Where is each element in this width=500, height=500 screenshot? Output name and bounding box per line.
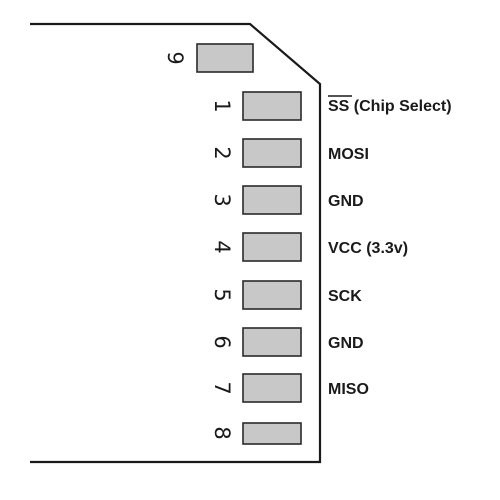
pin-1: 1 SS (Chip Select) xyxy=(210,91,452,121)
pin-5-number: 5 xyxy=(210,288,234,301)
pin-1-label-ss: SS xyxy=(328,98,350,115)
pin-6-contact xyxy=(242,327,302,357)
pin-3-label: GND xyxy=(328,193,364,210)
pin-3-number: 3 xyxy=(210,193,234,206)
pin-1-label-rest: (Chip Select) xyxy=(349,98,451,115)
pin-2-contact xyxy=(242,138,302,168)
pin-5-label: SCK xyxy=(328,288,362,305)
pin-7-contact xyxy=(242,373,302,403)
pin-9-number: 9 xyxy=(163,51,187,64)
pin-4: 4 VCC (3.3v) xyxy=(210,232,408,262)
pin-7: 7 MISO xyxy=(210,373,369,403)
pin-5: 5 SCK xyxy=(210,280,362,310)
pin-2-label: MOSI xyxy=(328,146,369,163)
pin-4-number: 4 xyxy=(210,240,234,253)
pin-1-number: 1 xyxy=(210,99,234,112)
pin-9-contact xyxy=(196,43,254,73)
pin-1-contact xyxy=(242,91,302,121)
pin-1-label: SS (Chip Select) xyxy=(328,98,452,115)
pin-4-contact xyxy=(242,232,302,262)
pin-8-number: 8 xyxy=(210,426,234,439)
pin-4-label: VCC (3.3v) xyxy=(328,240,408,257)
pin-7-label: MISO xyxy=(328,381,369,398)
pin-3: 3 GND xyxy=(210,185,364,215)
pin-6: 6 GND xyxy=(210,327,364,357)
card-outline xyxy=(30,22,322,464)
pin-7-number: 7 xyxy=(210,381,234,394)
pin-5-contact xyxy=(242,280,302,310)
pin-6-label: GND xyxy=(328,335,364,352)
pin-8-contact xyxy=(242,422,302,445)
pin-8: 8 xyxy=(210,422,302,445)
pin-6-number: 6 xyxy=(210,335,234,348)
pin-2: 2 MOSI xyxy=(210,138,369,168)
pin-2-number: 2 xyxy=(210,146,234,159)
pin-3-contact xyxy=(242,185,302,215)
pin-9: 9 xyxy=(163,43,254,73)
